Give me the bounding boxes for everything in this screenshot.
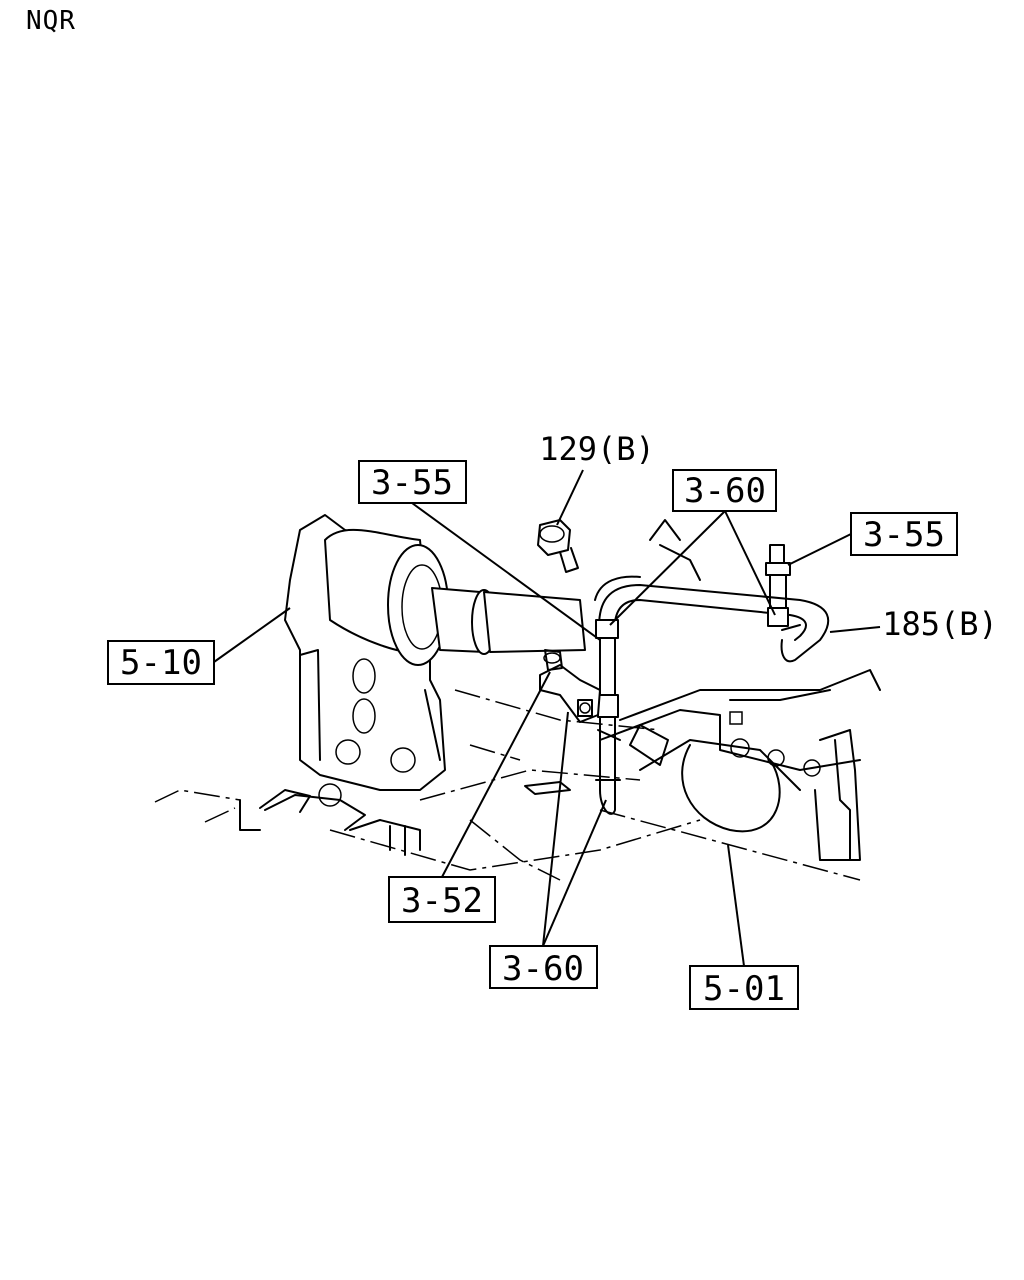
frame-crossmember-icon (154, 519, 881, 881)
callout-185b: 185(B) (829, 605, 998, 643)
hose-clamp-icon (539, 649, 601, 723)
callout-label: 5-10 (120, 643, 202, 683)
callout-label: 129(B) (539, 430, 655, 468)
callout-label: 3-55 (371, 463, 453, 503)
exhaust-pipe-icon (324, 528, 586, 666)
callout-label: 185(B) (882, 605, 998, 643)
callout-label: 5-01 (703, 969, 785, 1009)
callout-5-10: 5-10 (107, 607, 291, 685)
bolt-icon (537, 519, 579, 573)
callout-3-60-top: 3-60 (609, 469, 777, 626)
callout-label: 3-60 (684, 471, 766, 511)
callout-3-55-right: 3-55 (787, 512, 958, 566)
callout-label: 3-52 (401, 881, 483, 921)
callout-3-52: 3-52 (388, 671, 551, 923)
callout-129b: 129(B) (539, 430, 655, 526)
callout-label: 3-55 (863, 515, 945, 555)
callout-3-55-top: 3-55 (358, 460, 601, 641)
model-label: NQR (26, 6, 76, 36)
callout-5-01: 5-01 (689, 844, 799, 1010)
fuel-pipe-icon (594, 544, 830, 815)
callout-3-60-bottom: 3-60 (489, 711, 607, 989)
callout-label: 3-60 (502, 949, 584, 989)
